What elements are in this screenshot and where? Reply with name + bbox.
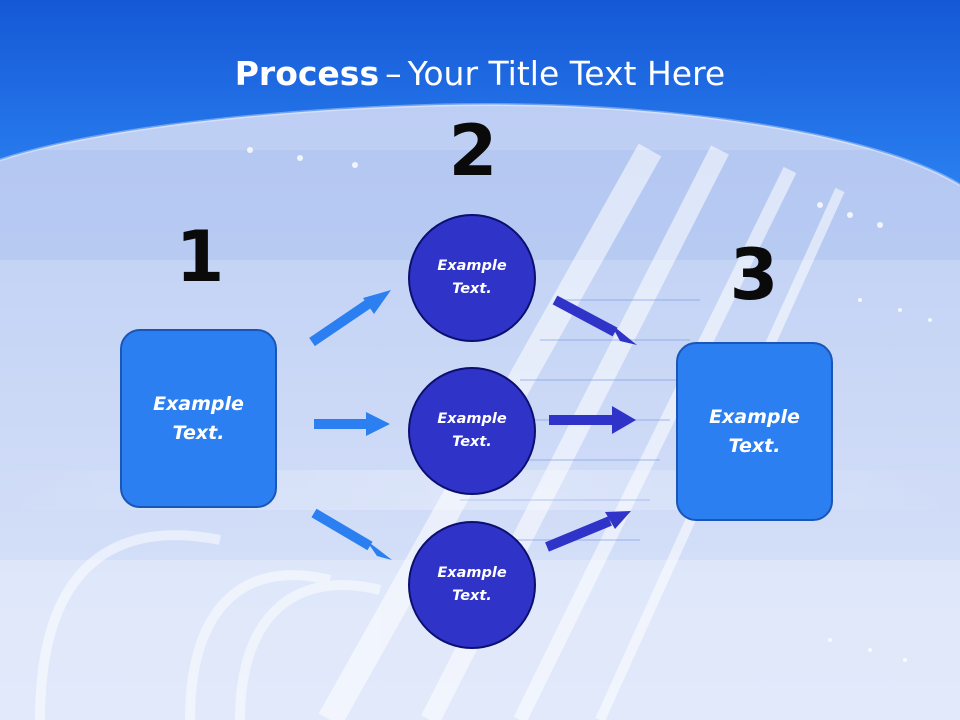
step-number-2: 2 xyxy=(448,110,498,192)
title-rest: Your Title Text Here xyxy=(407,54,726,93)
step-1-box: Example Text. xyxy=(120,329,277,508)
circle-middle-text: Example Text. xyxy=(437,411,507,450)
step-2-circle-bottom: Example Text. xyxy=(408,521,536,649)
step-2-circle-middle: Example Text. xyxy=(408,367,536,495)
step-number-1: 1 xyxy=(175,216,225,298)
step-3-box: Example Text. xyxy=(676,342,833,521)
title-separator: – xyxy=(385,54,402,93)
step-number-3: 3 xyxy=(729,234,779,316)
slide-title: Process–Your Title Text Here xyxy=(0,52,960,96)
circle-top-text: Example Text. xyxy=(437,258,507,297)
step-1-box-text: Example Text. xyxy=(153,392,244,444)
circle-bottom-text: Example Text. xyxy=(437,565,507,604)
title-bold: Process xyxy=(234,54,380,93)
step-2-circle-top: Example Text. xyxy=(408,214,536,342)
step-3-box-text: Example Text. xyxy=(709,405,800,457)
